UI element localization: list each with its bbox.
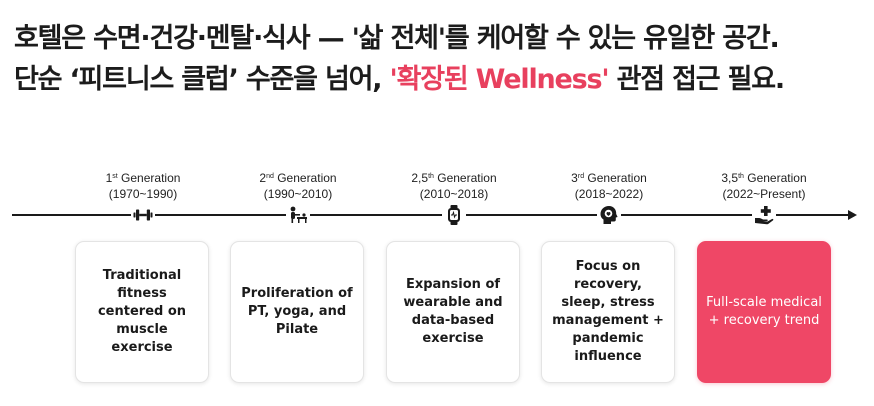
generation-card-1: Traditional fitness centered on muscle e… [75, 241, 209, 383]
headline-line-2-start: 단순 ‘피트니스 클럽’ 수준을 넘어, [14, 64, 390, 95]
dumbbell-icon [131, 203, 155, 227]
generation-label-4: 3rd Generation (2018~2022) [539, 170, 679, 202]
generation-card-3: Expansion of wearable and data-based exe… [386, 241, 520, 383]
generation-card-4: Focus on recovery, sleep, stress managem… [541, 241, 675, 383]
medical-care-icon [752, 203, 776, 227]
generation-years-5: (2022~Present) [722, 187, 806, 201]
headline-line-1: 호텔은 수면·건강·멘탈·식사 — '삶 전체'를 케어할 수 있는 유일한 공… [14, 23, 780, 54]
headline: 호텔은 수면·건강·멘탈·식사 — '삶 전체'를 케어할 수 있는 유일한 공… [14, 18, 864, 100]
headline-line-2-end: 관점 접근 필요. [608, 64, 786, 95]
brain-icon [597, 203, 621, 227]
generation-card-2: Proliferation of PT, yoga, and Pilate [230, 241, 364, 383]
generation-years-3: (2010~2018) [419, 187, 489, 201]
trainer-icon [286, 203, 310, 227]
generation-years-4: (2018~2022) [574, 187, 644, 201]
timeline-axis [12, 214, 850, 216]
generation-label-5: 3,5th Generation (2022~Present) [694, 170, 834, 202]
generation-label-3: 2,5th Generation (2010~2018) [384, 170, 524, 202]
headline-line-2: 단순 ‘피트니스 클럽’ 수준을 넘어, '확장된 Wellness' 관점 접… [14, 59, 864, 100]
generation-card-5: Full-scale medical + recovery trend [697, 241, 831, 383]
headline-accent: '확장된 Wellness' [389, 64, 610, 95]
generation-years-2: (1990~2010) [263, 187, 333, 201]
timeline-arrow-icon [848, 210, 857, 220]
generation-years-1: (1970~1990) [108, 187, 178, 201]
generation-label-1: 1st Generation (1970~1990) [73, 170, 213, 202]
smartwatch-icon [442, 203, 466, 227]
generation-label-2: 2nd Generation (1990~2010) [228, 170, 368, 202]
